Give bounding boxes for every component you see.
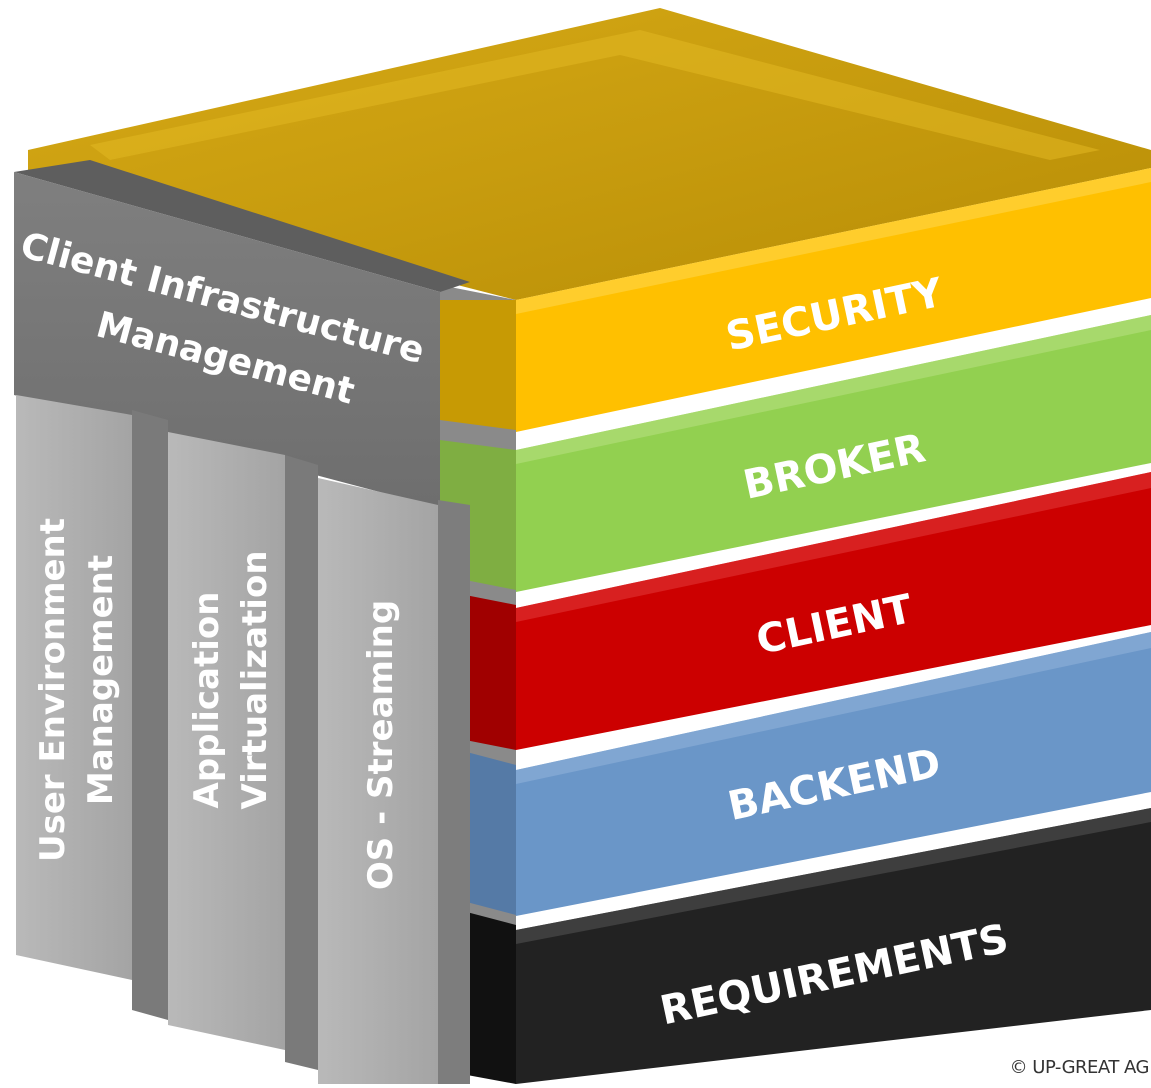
pillar-3-line1: OS - Streaming [361, 600, 401, 890]
pillar-user-environment-management [16, 395, 132, 980]
pillar-application-virtualization [168, 432, 285, 1050]
pillar-header-box [14, 172, 440, 508]
layer-security: SECURITY [516, 168, 1151, 432]
layer-side-security [440, 300, 516, 430]
cube-top-face [28, 8, 1151, 300]
pillar-1-line1: User Environment [33, 518, 73, 862]
pillar-2-line1: Application [187, 592, 227, 809]
cube-top-highlight [90, 30, 1100, 160]
layer-client: CLIENT [516, 472, 1151, 750]
pillar-1-line2: Management [81, 555, 121, 805]
layer-backend: BACKEND [516, 632, 1151, 916]
pillar-2-line2: Virtualization [235, 550, 275, 809]
pillar-side-3 [438, 500, 470, 1084]
copyright-text: © UP-GREAT AG [1009, 1057, 1150, 1078]
pillar-group: Client Infrastructure Management User En… [14, 160, 470, 1084]
layer-requirements: REQUIREMENTS [516, 808, 1151, 1084]
pillar-os-streaming [318, 478, 438, 1084]
layer-broker: BROKER [516, 315, 1151, 592]
pillar-side-2 [285, 455, 318, 1070]
header-back-edge [14, 160, 470, 292]
pillar-side-1 [132, 410, 168, 1020]
